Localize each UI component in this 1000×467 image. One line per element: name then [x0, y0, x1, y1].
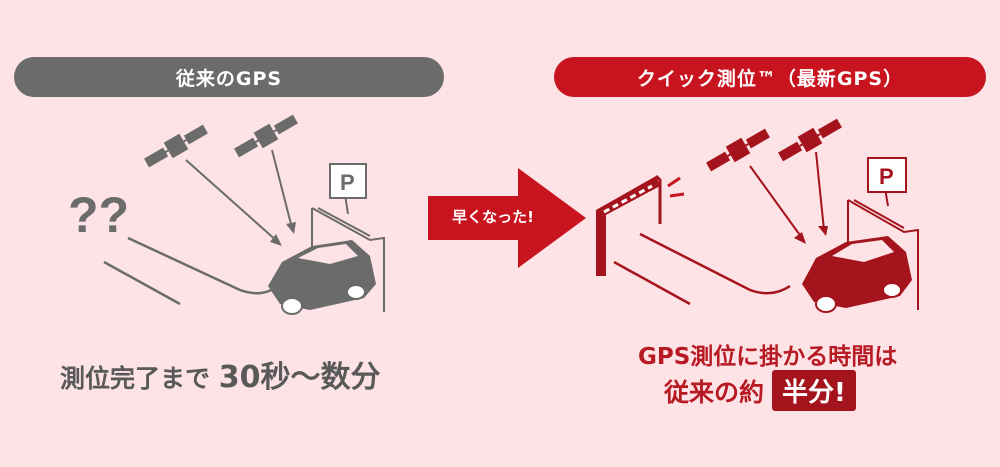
quick-positioning-header: クイック測位™（最新GPS） [554, 57, 986, 97]
satellite-icon [706, 128, 770, 172]
right-scene: P [596, 118, 919, 313]
left-scene: ?? P [68, 114, 385, 315]
svg-text:P: P [879, 164, 894, 189]
arrow-right-icon [428, 168, 586, 268]
satellite-icon [778, 118, 842, 162]
car-icon [268, 240, 376, 315]
right-caption-prefix: 従来の約 [664, 377, 765, 407]
parking-sign-icon: P [329, 163, 367, 215]
car-icon [802, 236, 912, 313]
faster-label: 早くなった! [452, 208, 534, 226]
half-badge: 半分! [772, 370, 856, 411]
satellite-icon [234, 114, 298, 158]
question-mark-icon: ?? [68, 187, 129, 243]
conventional-gps-header: 従来のGPS [14, 57, 444, 97]
left-caption: 測位完了まで 30秒～数分 [60, 352, 380, 396]
left-caption-time: 30秒～数分 [218, 360, 381, 395]
right-caption-line1: GPS測位に掛かる時間は [638, 344, 898, 370]
right-caption-line2: 従来の約 半分! [664, 370, 856, 411]
svg-text:P: P [340, 170, 355, 195]
gate-icon [596, 174, 685, 276]
left-caption-prefix: 測位完了まで [60, 364, 211, 393]
satellite-icon [144, 124, 208, 168]
parking-sign-icon: P [867, 157, 907, 207]
